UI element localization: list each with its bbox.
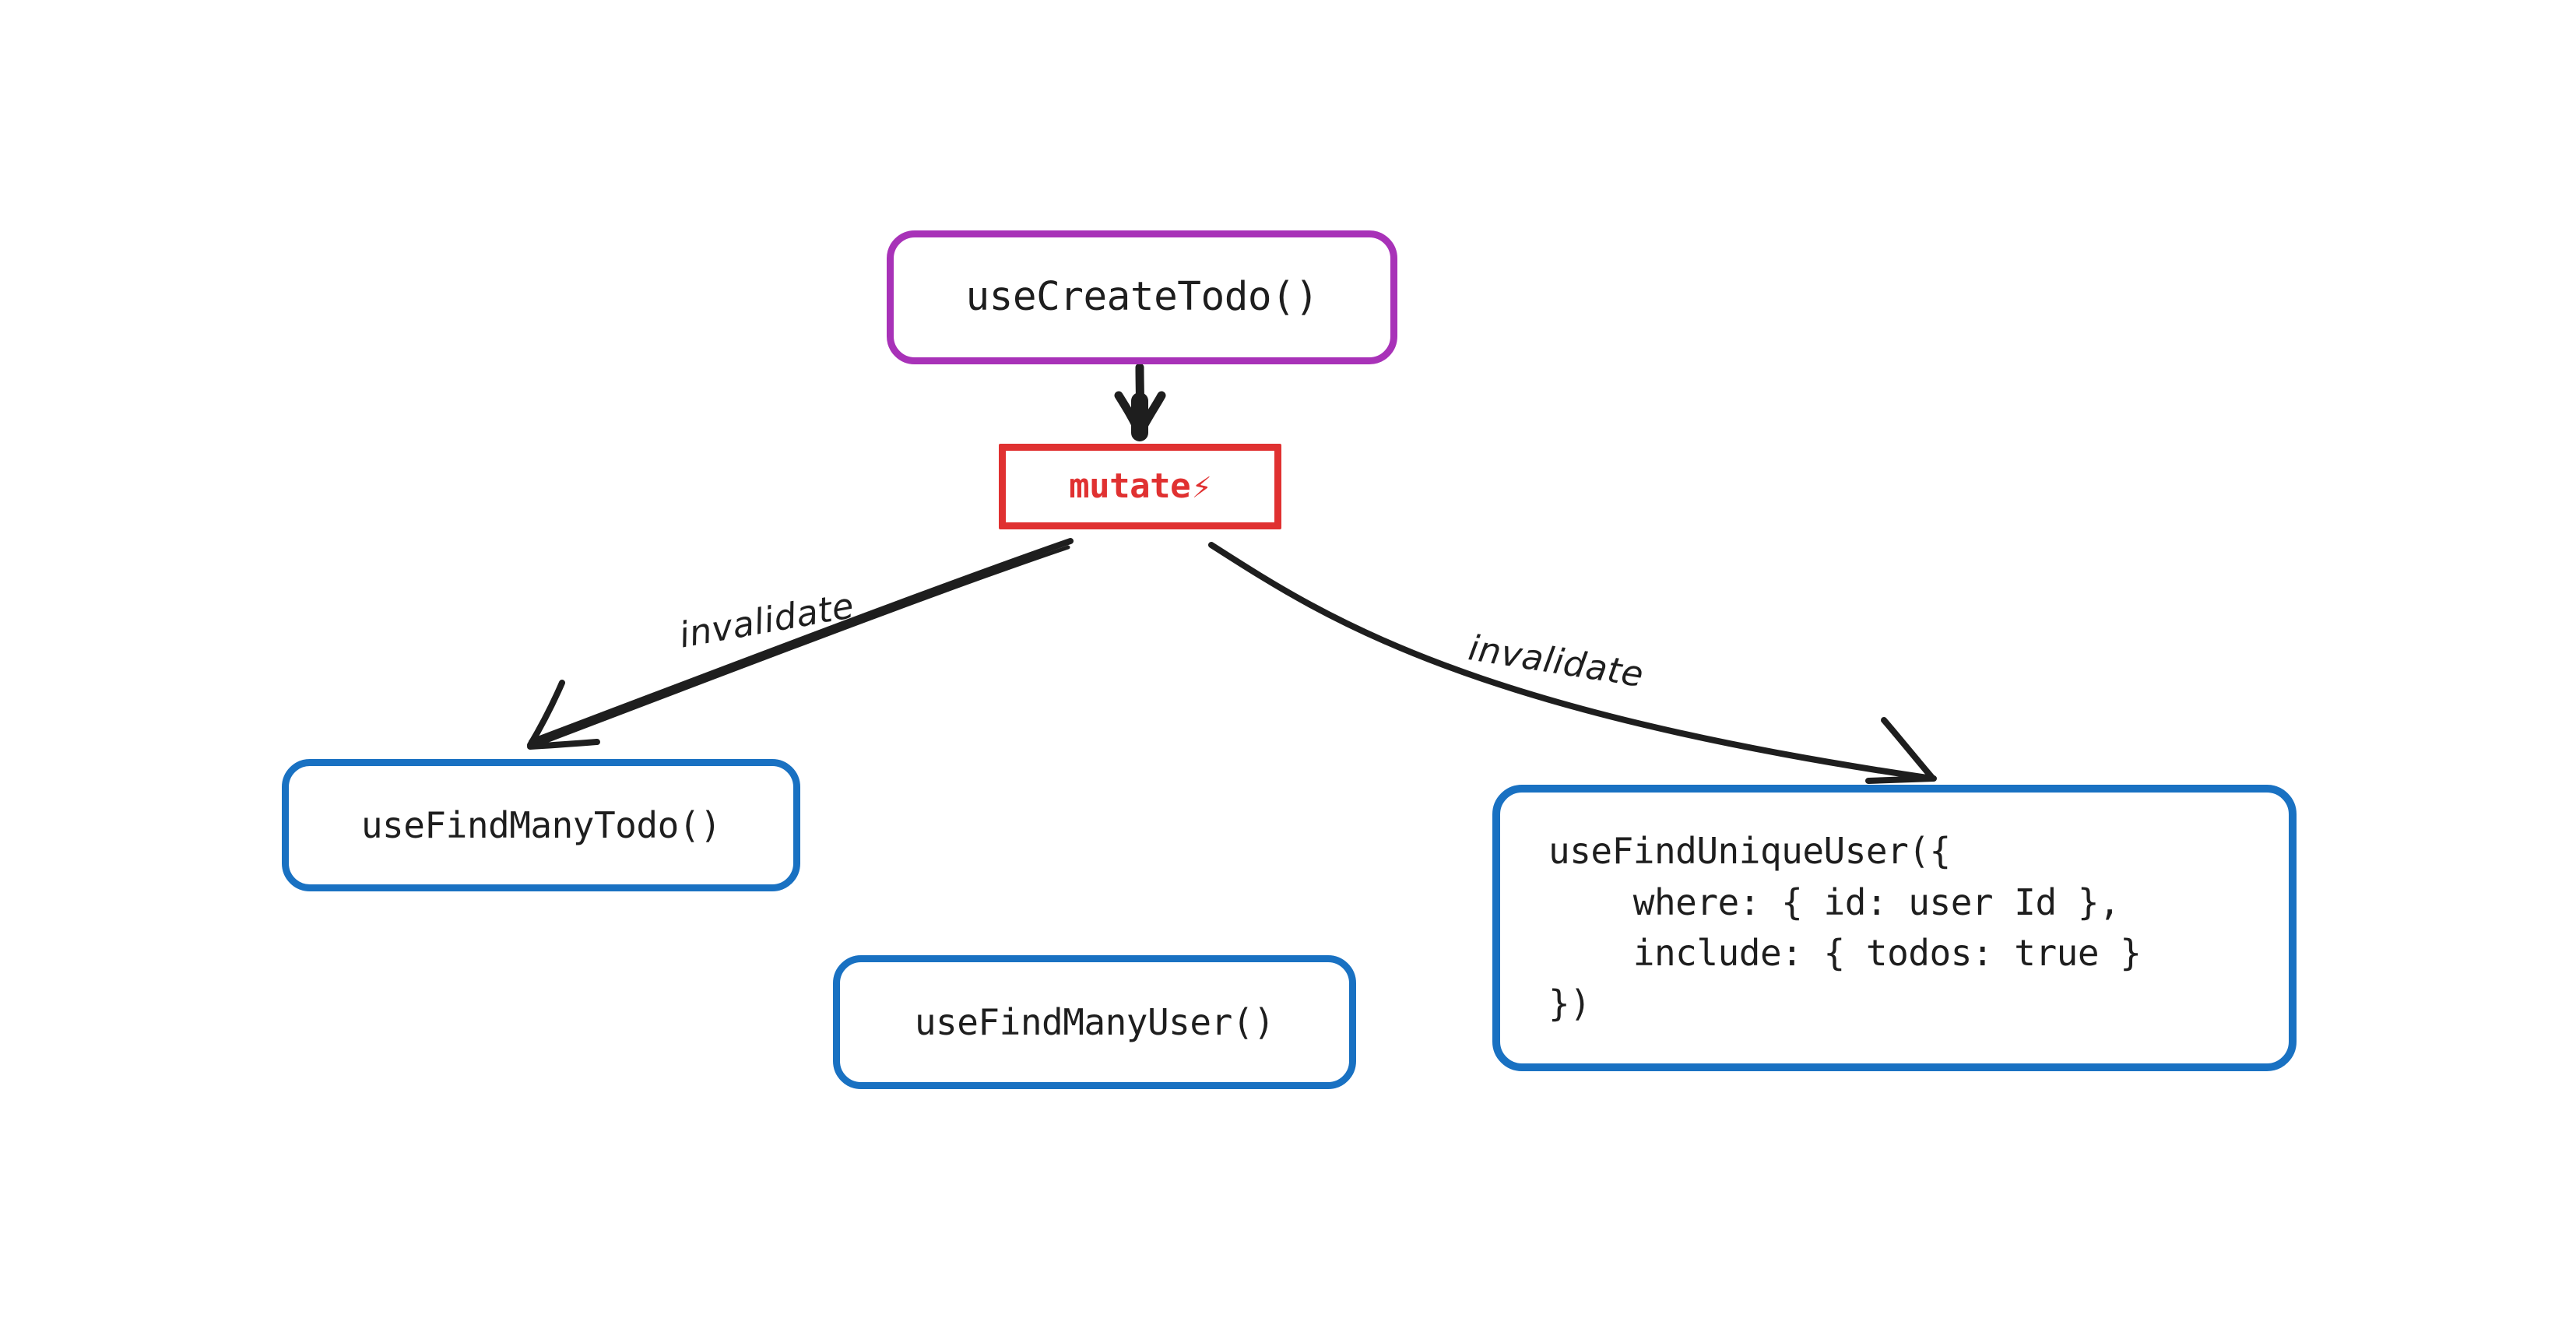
node-use-find-many-user[interactable]: useFindManyUser() bbox=[833, 955, 1356, 1089]
node-use-find-unique-user[interactable]: useFindUniqueUser({ where: { id: user Id… bbox=[1492, 785, 2297, 1071]
node-use-find-many-todo[interactable]: useFindManyTodo() bbox=[282, 759, 800, 891]
edge-label-invalidate-right: invalidate bbox=[1465, 627, 1647, 696]
node-mutate[interactable]: mutate⚡ bbox=[999, 444, 1281, 529]
edge-create-todo-to-mutate bbox=[1114, 363, 1166, 441]
node-label-use-find-unique-user: useFindUniqueUser({ where: { id: user Id… bbox=[1548, 830, 2142, 1025]
node-label-use-create-todo: useCreateTodo() bbox=[965, 274, 1319, 321]
node-label-use-find-many-user: useFindManyUser() bbox=[914, 1000, 1275, 1043]
edge-mutate-to-find-many-todo bbox=[527, 538, 1074, 750]
node-use-create-todo[interactable]: useCreateTodo() bbox=[887, 230, 1397, 364]
lightning-bolt-icon: ⚡ bbox=[1192, 467, 1211, 505]
node-label-mutate: mutate bbox=[1069, 466, 1191, 506]
edge-label-invalidate-left: invalidate bbox=[676, 585, 857, 656]
node-label-use-find-many-todo: useFindManyTodo() bbox=[360, 803, 722, 846]
